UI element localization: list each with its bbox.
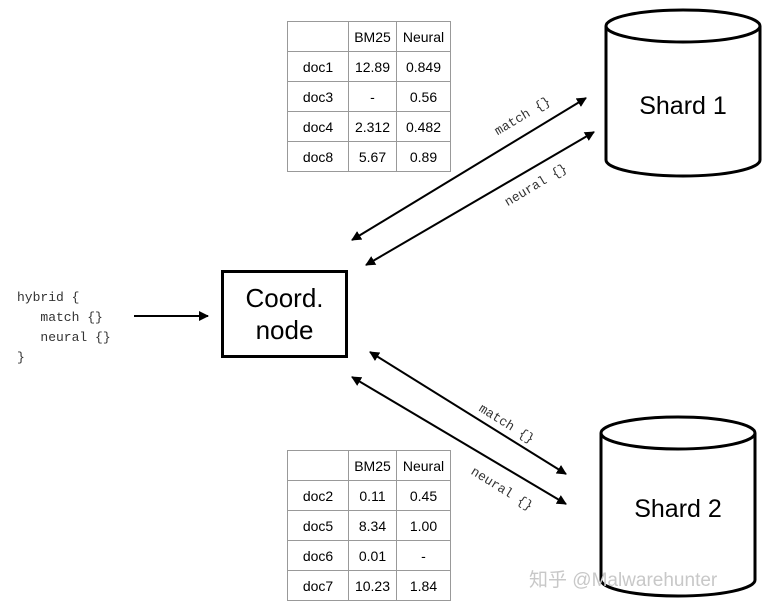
table-cell: doc2: [287, 480, 349, 511]
table-row: doc7 10.23 1.84: [287, 570, 451, 601]
shard2-cylinder: [599, 415, 757, 598]
table-cell: 0.45: [396, 480, 451, 511]
table-header-cell: BM25: [348, 21, 397, 52]
watermark: 知乎 @Malwarehunter: [529, 570, 718, 591]
table-header-row: BM25 Neural: [287, 450, 451, 481]
table-header-cell: BM25: [348, 450, 397, 481]
table-cell: 1.84: [396, 570, 451, 601]
coord-node-line1: Coord.: [245, 283, 324, 313]
table-row: doc5 8.34 1.00: [287, 510, 451, 541]
table-cell: 10.23: [348, 570, 397, 601]
table-cell: -: [396, 540, 451, 571]
code-line: match {}: [17, 310, 103, 325]
coord-node-line2: node: [255, 315, 314, 345]
shard2-results-table: BM25 Neural doc2 0.11 0.45 doc5 8.34 1.0…: [287, 450, 451, 601]
shard1-neural-arrow: [365, 131, 595, 266]
table-row: doc3 - 0.56: [287, 81, 451, 112]
table-cell: 0.56: [396, 81, 451, 112]
table-cell: 1.00: [396, 510, 451, 541]
table-cell: doc8: [287, 141, 349, 172]
table-header-cell: Neural: [396, 21, 451, 52]
table-row: doc1 12.89 0.849: [287, 51, 451, 82]
shard1-cylinder: [604, 8, 762, 178]
table-header-cell: Neural: [396, 450, 451, 481]
table-cell: doc3: [287, 81, 349, 112]
table-cell: doc6: [287, 540, 349, 571]
table-cell: 0.849: [396, 51, 451, 82]
code-line: hybrid {: [17, 290, 80, 305]
shard1-label: Shard 1: [639, 92, 727, 120]
table-row: doc8 5.67 0.89: [287, 141, 451, 172]
code-line: }: [17, 350, 25, 365]
table-cell: doc1: [287, 51, 349, 82]
shard2-neural-arrow: [351, 376, 567, 505]
table-cell: 0.11: [348, 480, 397, 511]
table-cell: 0.89: [396, 141, 451, 172]
table-row: doc6 0.01 -: [287, 540, 451, 571]
table-cell: doc7: [287, 570, 349, 601]
coordinator-node: Coord. node: [221, 270, 348, 358]
table-cell: 5.67: [348, 141, 397, 172]
table-cell: doc5: [287, 510, 349, 541]
table-cell: doc4: [287, 111, 349, 142]
table-cell: 12.89: [348, 51, 397, 82]
table-cell: 2.312: [348, 111, 397, 142]
table-header-cell: [287, 21, 349, 52]
shard2-label: Shard 2: [634, 495, 722, 523]
table-cell: -: [348, 81, 397, 112]
table-header-row: BM25 Neural: [287, 21, 451, 52]
table-header-cell: [287, 450, 349, 481]
query-code: hybrid { match {} neural {}}: [17, 288, 111, 368]
table-row: doc2 0.11 0.45: [287, 480, 451, 511]
table-cell: 0.01: [348, 540, 397, 571]
table-cell: 8.34: [348, 510, 397, 541]
table-cell: 0.482: [396, 111, 451, 142]
table-row: doc4 2.312 0.482: [287, 111, 451, 142]
code-line: neural {}: [17, 330, 111, 345]
shard1-results-table: BM25 Neural doc1 12.89 0.849 doc3 - 0.56…: [287, 21, 451, 172]
